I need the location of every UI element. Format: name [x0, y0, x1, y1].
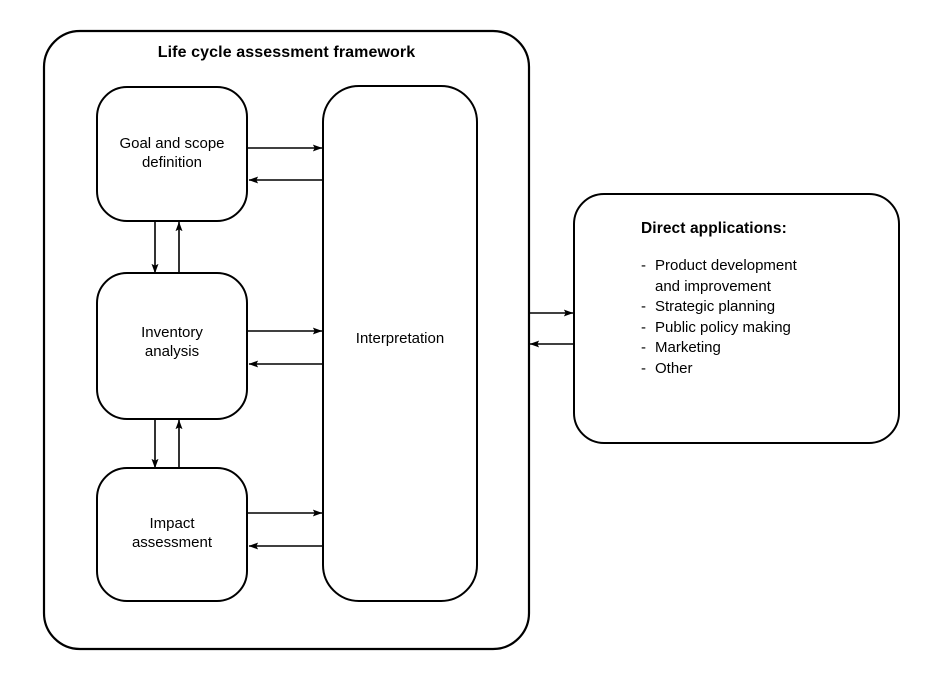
application-item: -Marketing	[641, 338, 900, 359]
phase-label-inventory: Inventory analysis	[141, 324, 203, 360]
applications-list: -Product development and improvement-Str…	[641, 256, 900, 379]
phase-box-interpretation[interactable]	[322, 85, 478, 602]
application-item-label: Public policy making	[655, 318, 791, 336]
list-dash: -	[641, 339, 646, 356]
list-dash: -	[641, 318, 646, 336]
application-item: -Strategic planning	[641, 297, 900, 318]
phase-label-goal-scope: Goal and scope definition	[119, 135, 225, 171]
applications-box[interactable]	[573, 193, 900, 444]
list-dash: -	[641, 257, 646, 274]
application-item: -Product development and improvement	[641, 256, 900, 297]
phase-box-impact[interactable]	[96, 467, 248, 602]
application-item-label: Strategic planning	[655, 298, 776, 315]
application-item: -Other	[641, 359, 900, 380]
phase-label-interpretation: Interpretation	[355, 330, 445, 347]
phase-box-inventory[interactable]	[96, 272, 248, 420]
phase-label-impact: Impact assessment	[131, 515, 213, 551]
application-item-label: Product development and improvement	[655, 257, 797, 295]
application-item: -Public policy making	[641, 318, 900, 339]
applications-heading: Direct applications:	[641, 220, 787, 237]
list-dash: -	[641, 298, 646, 315]
applications-panel: Direct applications: -Product developmen…	[573, 193, 900, 444]
list-dash: -	[641, 359, 646, 377]
application-item-label: Marketing	[655, 339, 721, 356]
framework-title: Life cycle assessment framework	[157, 44, 416, 61]
application-item-label: Other	[655, 359, 693, 377]
phase-box-goal-scope[interactable]	[96, 86, 248, 222]
